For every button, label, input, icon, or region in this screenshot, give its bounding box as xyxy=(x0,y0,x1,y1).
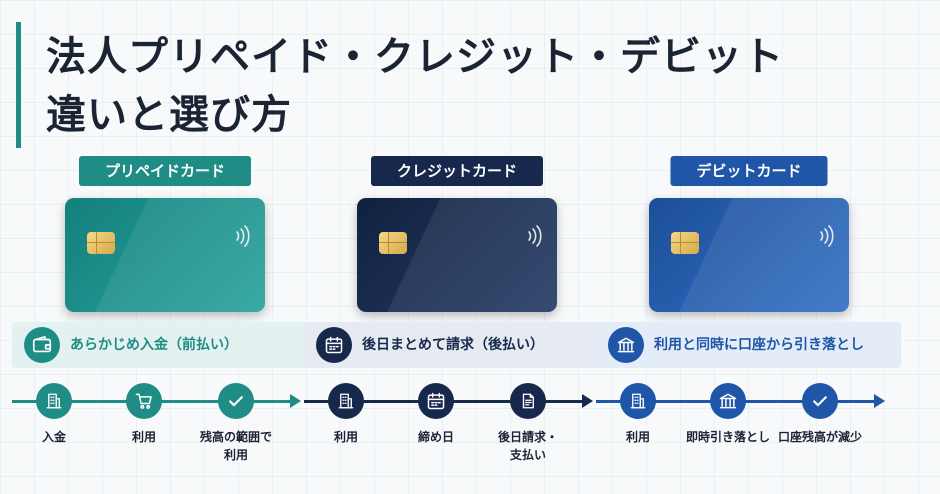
invoice-icon xyxy=(510,383,546,419)
contactless-icon xyxy=(525,224,543,248)
debit-payment-banner: 利用と同時に口座から引き落とし xyxy=(596,322,901,368)
card-sheen xyxy=(383,198,557,312)
calendar-icon xyxy=(418,383,454,419)
title-line-1: 法人プリペイド・クレジット・デビット xyxy=(46,34,784,80)
credit-label: クレジットカード xyxy=(370,156,544,186)
chip-icon xyxy=(379,232,407,254)
title-accent-bar xyxy=(16,22,21,148)
card-sheen xyxy=(91,198,265,312)
prepaid-step-label: 入金 xyxy=(41,430,66,444)
building-icon xyxy=(328,383,364,419)
prepaid-payment-text: あらかじめ入金（前払い） xyxy=(70,337,238,353)
title-line-2: 違いと選び方 xyxy=(46,92,292,138)
credit-payment-text: 後日まとめて請求（後払い） xyxy=(362,337,544,353)
wallet-icon xyxy=(24,327,60,363)
prepaid-payment-banner: あらかじめ入金（前払い） xyxy=(12,322,317,368)
check-icon xyxy=(802,383,838,419)
cart-icon xyxy=(126,383,162,419)
building-icon xyxy=(620,383,656,419)
debit-card-image xyxy=(649,198,849,312)
credit-payment-banner: 後日まとめて請求（後払い） xyxy=(304,322,609,368)
contactless-icon xyxy=(817,224,835,248)
card-sheen xyxy=(675,198,849,312)
arrow-icon xyxy=(582,394,593,408)
debit-step-label: 即時引き落とし xyxy=(685,430,770,444)
chip-icon xyxy=(87,232,115,254)
calendar-icon xyxy=(316,327,352,363)
prepaid-label: プリペイドカード xyxy=(78,156,252,186)
prepaid-step-label: 利用 xyxy=(131,430,156,444)
building-icon xyxy=(36,383,72,419)
page-title: 法人プリペイド・クレジット・デビット 違いと選び方 xyxy=(46,28,784,144)
debit-label: デビットカード xyxy=(670,156,828,186)
debit-step-label: 利用 xyxy=(625,430,650,444)
contactless-icon xyxy=(233,224,251,248)
credit-card-image xyxy=(357,198,557,312)
chip-icon xyxy=(671,232,699,254)
debit-step-label: 口座残高が減少 xyxy=(777,430,862,444)
prepaid-step-label: 残高の範囲で 利用 xyxy=(199,430,272,462)
bank-icon xyxy=(608,327,644,363)
check-icon xyxy=(218,383,254,419)
arrow-icon xyxy=(290,394,301,408)
credit-step-label: 締め日 xyxy=(417,430,454,444)
bank-icon xyxy=(710,383,746,419)
credit-step-label: 後日請求・ 支払い xyxy=(497,430,558,462)
prepaid-card-image xyxy=(65,198,265,312)
debit-payment-text: 利用と同時に口座から引き落とし xyxy=(654,337,864,353)
arrow-icon xyxy=(874,394,885,408)
credit-step-label: 利用 xyxy=(333,430,358,444)
